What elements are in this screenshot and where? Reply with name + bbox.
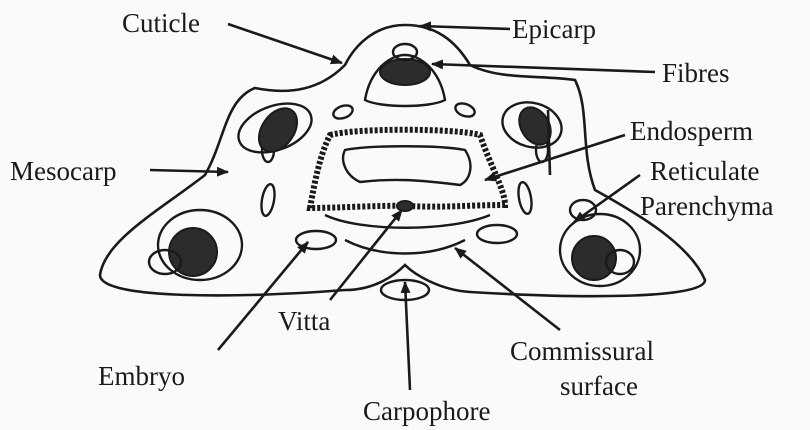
label-epicarp: Epicarp	[512, 14, 596, 44]
canal-3	[259, 183, 276, 217]
canal-2	[454, 101, 477, 119]
rib-top-cavity	[393, 44, 417, 60]
embryo-left	[296, 231, 336, 249]
endosperm-inner	[343, 146, 470, 185]
commissural-arc-2	[345, 240, 465, 254]
fibres-right-lower	[572, 236, 616, 280]
mesocarp-pointer	[150, 170, 228, 172]
canal-1	[332, 103, 355, 121]
reticulate-pointer-2	[548, 110, 550, 175]
commissural-arc	[325, 215, 490, 228]
label-embryo: Embryo	[98, 361, 185, 391]
epicarp-pointer	[420, 26, 510, 29]
label-commissural: Commissural	[510, 336, 654, 366]
label-parenchyma: Parenchyma	[640, 191, 773, 221]
label-fibres: Fibres	[662, 58, 730, 88]
endosperm-outline	[310, 130, 505, 208]
label-cuticle: Cuticle	[122, 8, 200, 38]
label-surface: surface	[560, 371, 638, 401]
commissural-pointer	[455, 248, 560, 330]
carpophore-pointer	[405, 282, 410, 390]
vitta-mark	[397, 201, 413, 211]
embryo-right	[477, 225, 517, 243]
cuticle-pointer	[228, 24, 342, 63]
canal-4	[516, 181, 533, 215]
label-endosperm: Endosperm	[630, 116, 753, 146]
label-vitta: Vitta	[278, 306, 330, 336]
fibres-top	[380, 59, 430, 85]
label-carpophore: Carpophore	[363, 396, 490, 426]
fibres-pointer	[432, 64, 655, 72]
label-mesocarp: Mesocarp	[10, 156, 116, 186]
label-reticulate: Reticulate	[650, 156, 759, 186]
